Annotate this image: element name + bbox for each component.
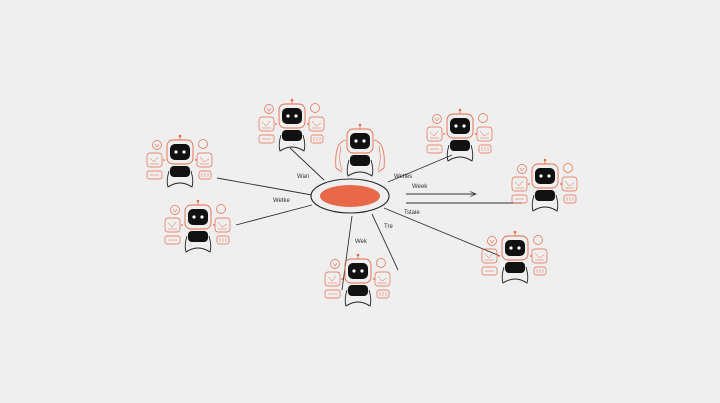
connection-line-wan bbox=[289, 147, 325, 181]
robot-7 bbox=[324, 253, 391, 307]
connection-line-wetles bbox=[387, 154, 453, 183]
robot-2 bbox=[146, 134, 213, 188]
label-tstaie: Tstaie bbox=[404, 210, 420, 216]
label-tre: Tre bbox=[384, 224, 393, 230]
label-week: Week bbox=[412, 184, 428, 190]
connection-line-wetke-b bbox=[235, 204, 313, 226]
connection-line-tstaie bbox=[383, 207, 501, 257]
connection-line-tre bbox=[371, 213, 399, 271]
robot-3 bbox=[164, 199, 231, 253]
robot-4 bbox=[426, 108, 493, 162]
robot-8 bbox=[335, 123, 385, 177]
robot-1 bbox=[258, 98, 325, 152]
robot-5 bbox=[511, 158, 578, 212]
robot-6 bbox=[481, 230, 548, 284]
label-wek: Wek bbox=[355, 239, 368, 245]
connection-line-wetke-a bbox=[216, 177, 313, 196]
label-wetke: Wetke bbox=[273, 198, 291, 204]
label-wan: Wan bbox=[297, 174, 309, 180]
connection-line-wek bbox=[341, 215, 353, 291]
label-wetles: Wetles bbox=[394, 174, 412, 180]
central-hub bbox=[310, 178, 390, 214]
